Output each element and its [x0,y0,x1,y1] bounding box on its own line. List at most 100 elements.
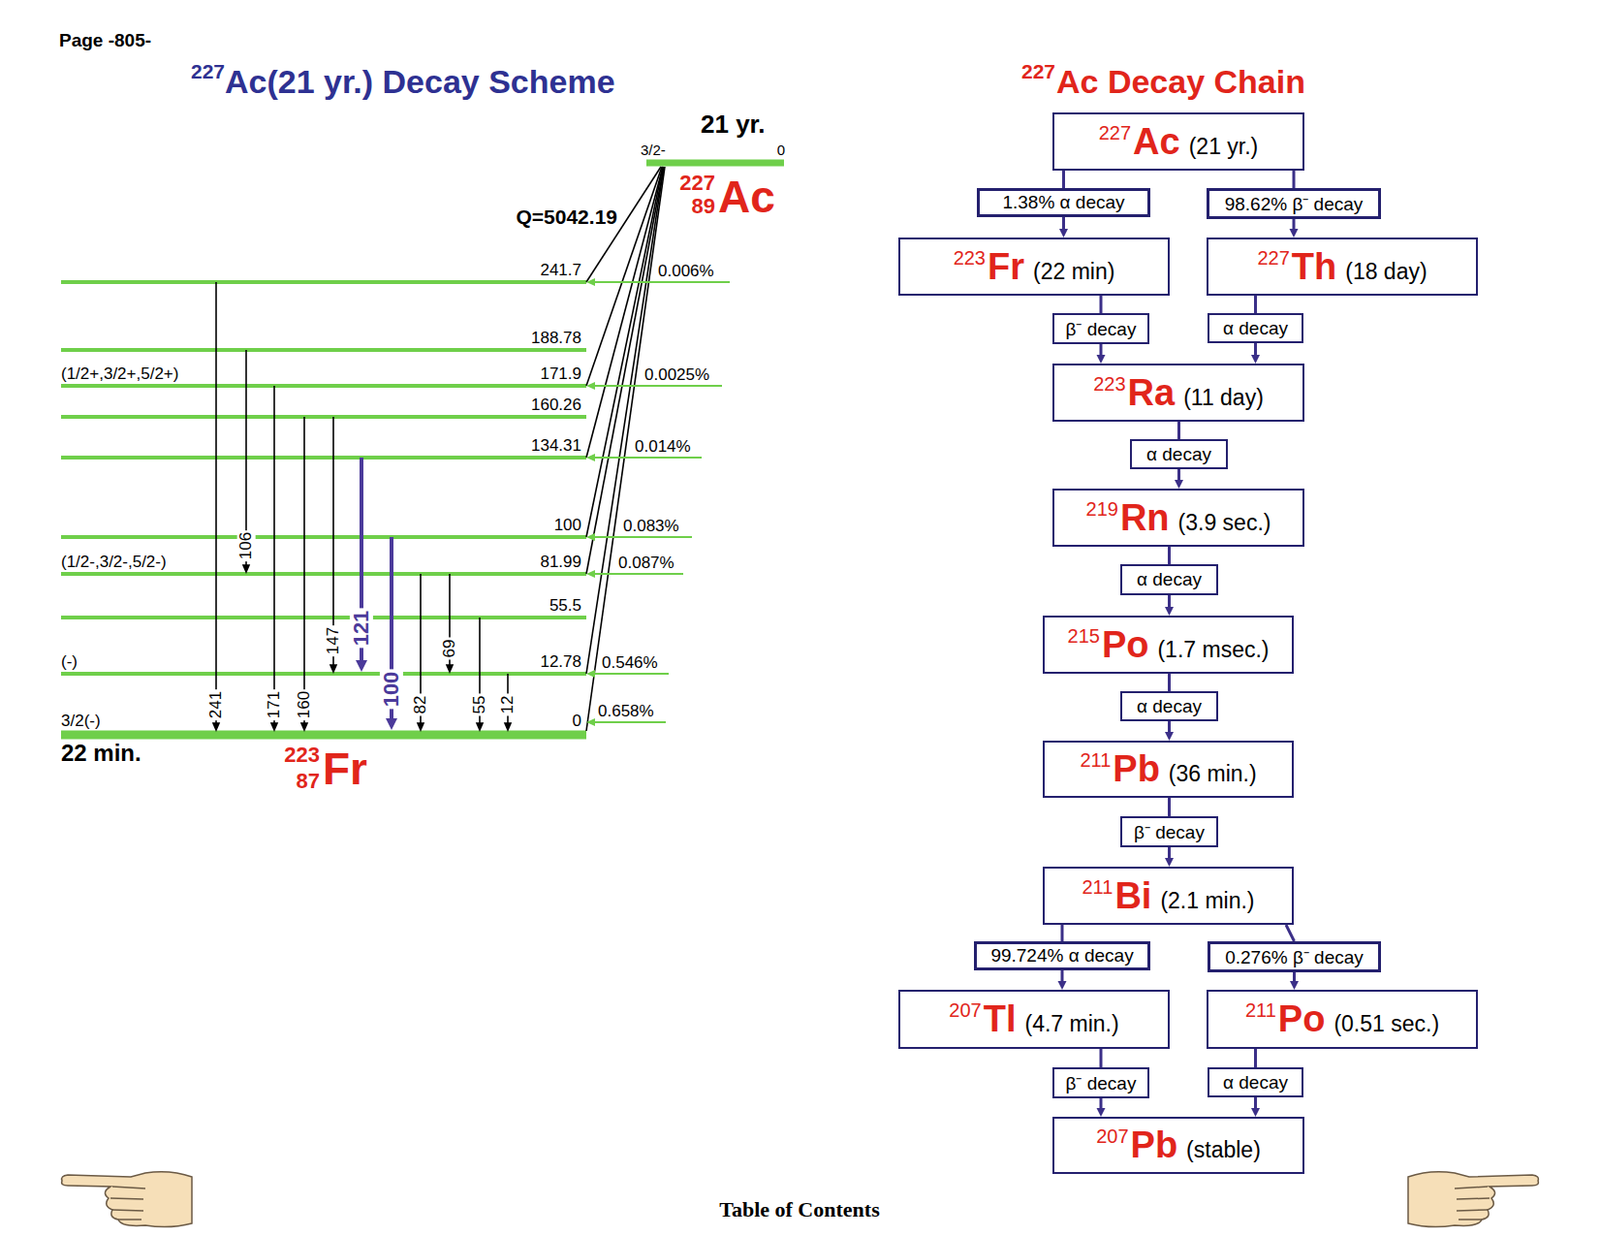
element-symbol: Pb [1130,1124,1179,1166]
mass-number: 211 [1081,876,1113,899]
gamma-energy: 147 [324,625,344,657]
arrowhead [476,722,483,730]
arrowhead [330,664,337,672]
nuclide-box: 227Ac(21 yr.) [1052,112,1305,171]
gamma-energy: 82 [411,693,431,717]
half-life: (1.7 msec.) [1157,636,1269,663]
decay-arrow [1059,217,1068,238]
nuclide-box: 223Ra(11 day) [1052,363,1305,422]
box-content: 211Pb(36 min.) [1079,748,1256,790]
gamma-line [273,385,276,723]
arrowhead [586,453,596,462]
energy-level [61,534,587,539]
decay-arrow [1168,546,1170,565]
spin-parity: (1/2-,3/2-,5/2-) [61,553,167,572]
box-content: 223Fr(22 min) [953,246,1116,288]
box-content: 98.62% β⁻ decay [1224,190,1364,217]
energy-level [61,347,587,352]
element-symbol: Ac [1132,121,1181,163]
energy-level [61,414,587,419]
decay-mode: β⁻ decay [1066,1069,1137,1096]
arrowhead [504,722,511,730]
mass-number: 211 [1079,749,1111,772]
intensity-line [591,456,702,459]
level-energy: 171.9 [539,365,582,384]
q-value: Q=5042.19 [515,205,618,228]
spin-parity: 3/2(-) [61,712,101,731]
decay-mode-box: 1.38% α decay [976,188,1151,218]
level-energy: 241.7 [539,261,582,281]
nuclide-box: 207Pb(stable) [1052,1116,1305,1174]
decay-arrow [1168,673,1170,691]
hand-shape [62,1171,192,1227]
title: Ac Decay Chain [1056,63,1306,100]
half-life: 21 yr. [700,110,766,139]
decay-arrow [1062,924,1064,942]
feeding-percent: 0.006% [658,262,715,282]
feeding-percent: 0.083% [623,517,680,536]
pointing-hand [1408,1171,1538,1227]
decay-mode: β⁻ decay [1133,818,1205,845]
arrowhead [355,659,368,672]
decay-arrow [1289,219,1299,238]
decay-mode-box: α decay [1120,690,1219,722]
decay-mode: 0.276% β⁻ decay [1224,943,1364,970]
decay-arrow [1063,170,1065,189]
element-symbol: Bi [1114,875,1152,917]
level-energy: 188.78 [531,329,582,348]
gamma-line [303,416,306,723]
level-energy: 0 [572,712,582,731]
finger-lines [110,1186,146,1220]
decay-mode: 98.62% β⁻ decay [1224,190,1364,217]
decay-arrow [1174,469,1184,489]
decay-mode: β⁻ decay [1066,315,1137,342]
gamma-energy: 55 [470,693,490,717]
gamma-energy: 69 [440,637,460,660]
energy-level [61,571,587,576]
arrowhead [385,718,398,730]
gamma-energy: 100 [379,669,404,710]
level-energy: 160.26 [531,396,582,415]
half-life: (2.1 min.) [1160,887,1255,914]
energy-level [61,280,587,284]
box-content: 207Tl(4.7 min.) [948,998,1119,1040]
nuclide-box: 219Rn(3.9 sec.) [1052,488,1305,547]
arrowhead [301,722,308,730]
mass-number: 227 [679,171,716,195]
finger-lines [1454,1186,1490,1220]
decay-arrow [1178,421,1180,440]
decay-arrow [1058,970,1067,990]
pointing-hand [62,1171,192,1227]
decay-mode-box: α decay [1207,313,1304,344]
box-content: 223Ra(11 day) [1093,372,1264,414]
title-superscript: 227 [1021,60,1056,83]
half-life: (36 min.) [1168,760,1257,787]
feeding-percent: 0.658% [597,702,655,722]
mass-number: 211 [1245,999,1277,1022]
mass-number: 219 [1086,498,1119,521]
half-life: (22 min) [1033,258,1115,285]
decay-arrow [1100,295,1102,314]
gamma-energy: 171 [265,689,284,721]
element-symbol: Po [1278,998,1326,1040]
box-content: 1.38% α decay [1002,191,1125,214]
decay-arrow [1251,343,1260,364]
box-content: α decay [1136,695,1202,718]
decay-arrow [1293,170,1295,189]
box-content: β⁻ decay [1066,1069,1137,1096]
gamma-energy: 160 [295,689,314,721]
nuclide-box: 215Po(1.7 msec.) [1042,615,1294,674]
mass-number: 227 [1098,122,1131,145]
mass-number: 223 [953,247,986,270]
atomic-number: 87 [296,769,320,793]
box-content: α decay [1136,568,1202,591]
level-energy: 0 [777,142,785,159]
decay-arrow [1251,1097,1260,1117]
decay-arrow [1164,595,1174,616]
spin-parity: (1/2+,3/2+,5/2+) [61,365,179,384]
box-content: 211Po(0.51 sec.) [1245,998,1440,1040]
half-life: (11 day) [1183,384,1264,411]
intensity-line [591,535,692,538]
